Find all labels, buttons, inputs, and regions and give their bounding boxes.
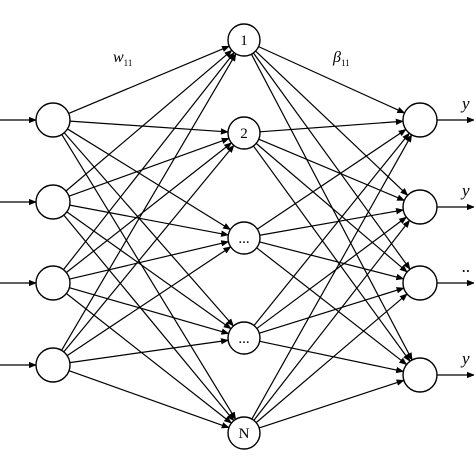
edge-input-1-hidden-5 [61, 134, 237, 421]
edge-input-4-hidden-1 [61, 53, 237, 351]
edge-hidden-2-output-1 [259, 118, 404, 133]
input-node-4 [35, 347, 71, 383]
output-node-4 [402, 357, 438, 393]
weight-label-w: w11 [113, 49, 132, 68]
hidden-node-label-3: ... [238, 231, 249, 247]
output-label-3: .. [462, 257, 471, 276]
output-label-1: y [460, 94, 470, 113]
hidden-node-2 [227, 116, 261, 150]
edge-hidden-2-output-2 [258, 138, 406, 201]
edge-hidden-2-output-4 [252, 145, 411, 362]
nodes: 1 2...... N [35, 23, 438, 450]
edge-hidden-5-output-1 [251, 134, 413, 420]
edge-input-4-hidden-3 [66, 246, 232, 357]
output-arrows [437, 116, 474, 379]
output-label-2: y [460, 181, 470, 200]
edge-input-3-hidden-5 [65, 293, 233, 424]
edge-input-1-hidden-3 [67, 128, 232, 231]
edge-input-3-hidden-1 [63, 51, 235, 271]
edge-input-2-hidden-2 [68, 137, 230, 197]
edge-hidden-5-output-2 [253, 219, 411, 421]
edge-input-4-hidden-5 [68, 370, 230, 429]
hidden-node-label-5: N [239, 426, 250, 442]
edge-input-4-hidden-2 [63, 144, 235, 353]
hidden-node-4 [227, 321, 261, 355]
edge-hidden-3-output-3 [259, 241, 405, 281]
edge-hidden-3-output-2 [259, 208, 405, 236]
edge-input-1-hidden-1 [68, 45, 230, 114]
edge-hidden-4-output-1 [253, 132, 410, 326]
input-arrows [0, 116, 37, 369]
edge-input-1-hidden-4 [63, 132, 234, 327]
edge-input-3-hidden-2 [65, 142, 233, 273]
edge-hidden-2-output-3 [255, 142, 408, 273]
hidden-node-5 [227, 416, 261, 450]
edge-hidden-1-output-1 [258, 46, 406, 114]
edge-input-3-hidden-4 [69, 287, 230, 335]
edge-hidden-4-output-3 [259, 287, 405, 334]
input-node-1 [35, 102, 71, 138]
input-node-3 [35, 265, 71, 301]
edge-input-2-hidden-3 [69, 204, 230, 237]
connections [61, 45, 413, 429]
edge-hidden-1-output-2 [255, 50, 409, 196]
edge-hidden-3-output-4 [256, 247, 408, 366]
edge-hidden-4-output-4 [259, 340, 405, 374]
edge-hidden-3-output-1 [256, 128, 407, 230]
edge-input-3-hidden-3 [69, 240, 230, 280]
output-node-2 [402, 189, 438, 225]
edge-hidden-5-output-3 [255, 293, 408, 424]
hidden-node-3 [227, 221, 261, 255]
weight-label-beta: β11 [332, 49, 350, 68]
hidden-node-label-2: 2 [240, 126, 248, 142]
output-node-3 [402, 265, 438, 301]
edge-input-1-hidden-2 [69, 120, 229, 135]
output-label-4: y [460, 349, 470, 368]
input-node-2 [35, 184, 71, 220]
edge-hidden-5-output-4 [259, 379, 405, 429]
edge-input-4-hidden-4 [69, 338, 229, 364]
hidden-node-label-1: 1 [240, 33, 248, 49]
hidden-node-label-4: ... [238, 331, 249, 347]
hidden-node-1 [227, 23, 261, 57]
edge-input-2-hidden-1 [65, 49, 233, 192]
output-labels: y y.. y [460, 94, 471, 368]
edge-input-2-hidden-5 [63, 214, 235, 422]
output-node-1 [402, 102, 438, 138]
edge-hidden-4-output-2 [256, 216, 408, 329]
